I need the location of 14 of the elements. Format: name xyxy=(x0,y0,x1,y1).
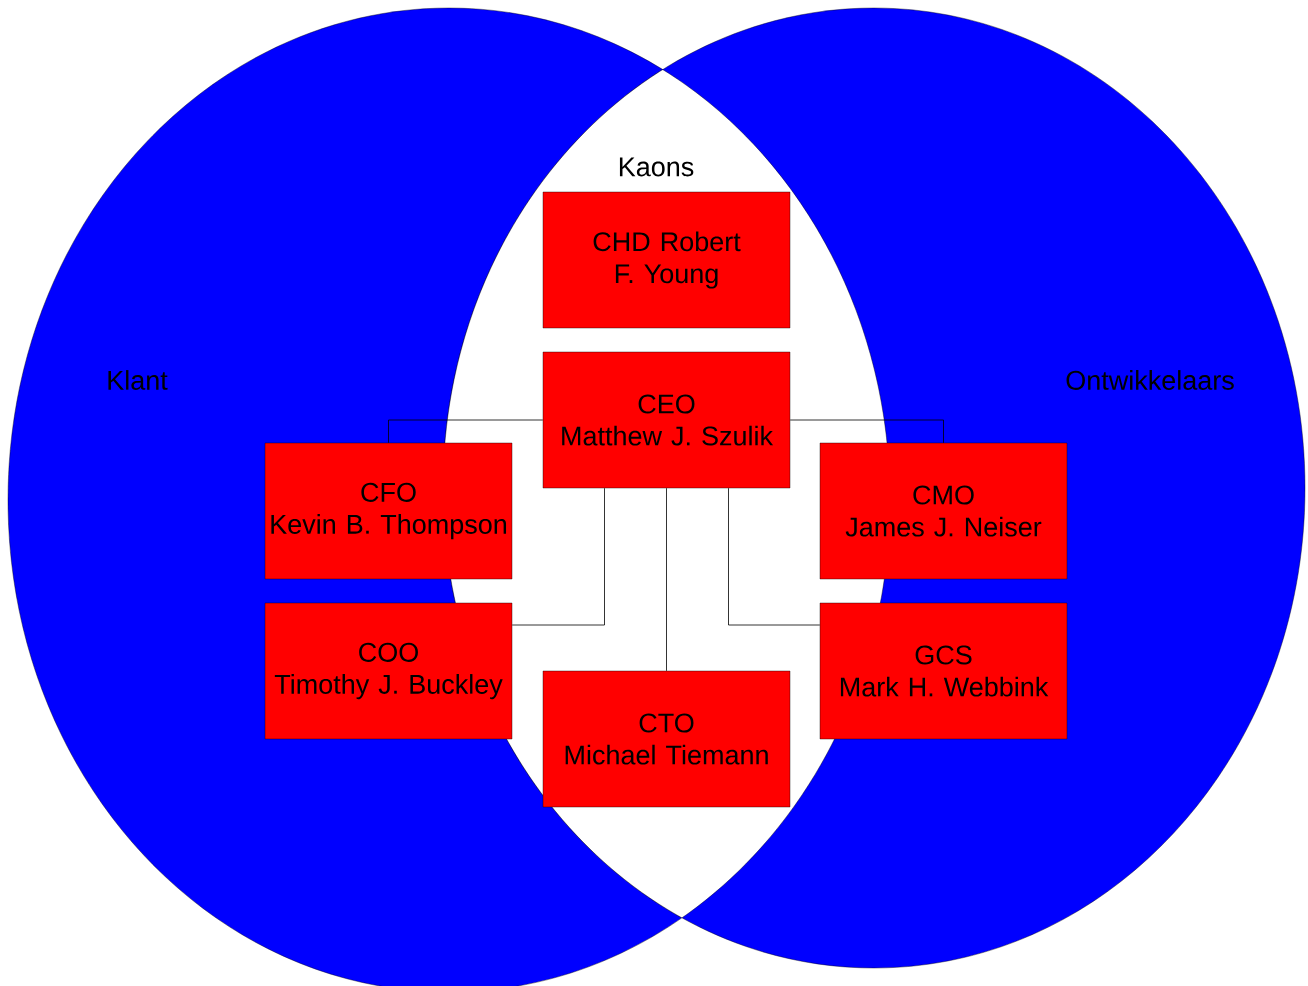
connector-line xyxy=(666,487,667,672)
connector-line xyxy=(388,419,544,444)
org-box: CFO Kevin B. Thompson xyxy=(264,442,513,580)
region-label: Klant xyxy=(108,370,168,390)
org-box: CEO Matthew J. Szulik xyxy=(542,351,791,489)
org-box: CHD Robert F. Young xyxy=(542,191,791,329)
org-box: CMO James J. Neiser xyxy=(819,442,1068,580)
org-box: GCS Mark H. Webbink xyxy=(819,602,1068,740)
connector-line xyxy=(789,419,944,444)
org-box: COO Timothy J. Buckley xyxy=(264,602,513,740)
org-box: CTO Michael Tiemann xyxy=(542,670,791,808)
connector-line xyxy=(728,487,821,626)
region-label: Ontwikkelaars xyxy=(1066,370,1234,390)
connector-line xyxy=(511,487,605,626)
